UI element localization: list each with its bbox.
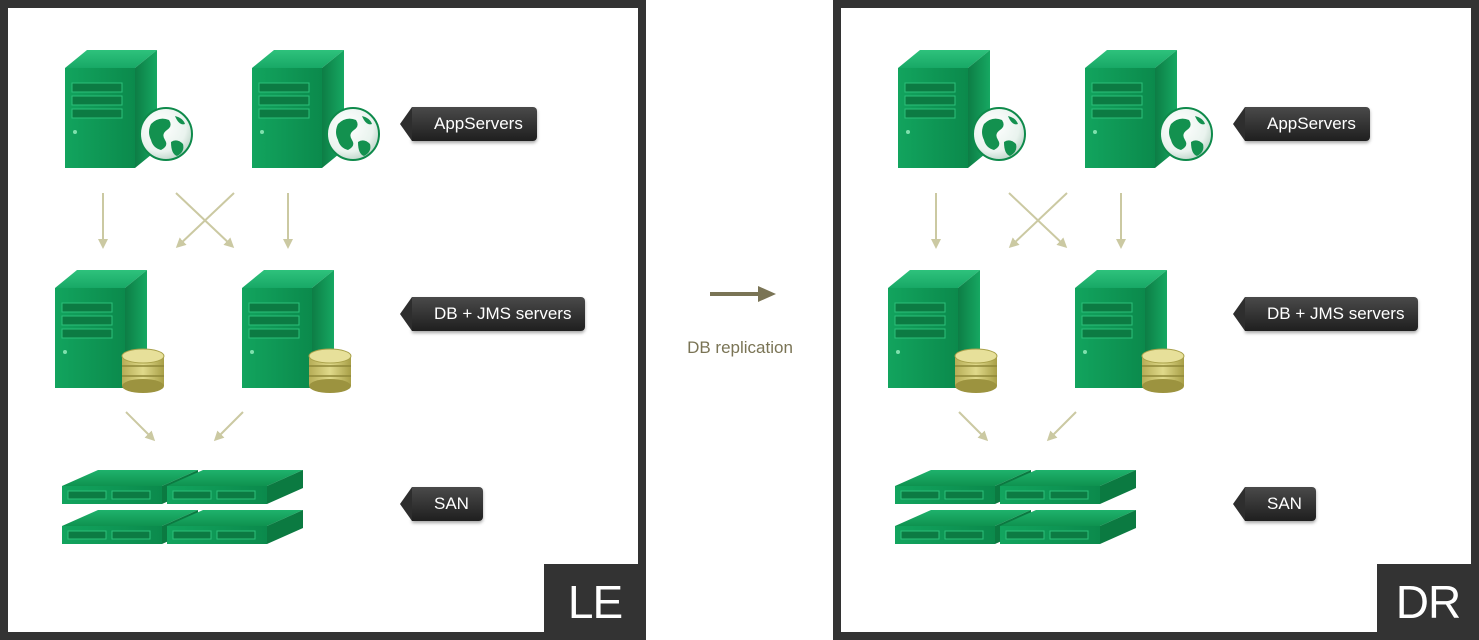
san-label: SAN <box>400 487 483 521</box>
app-server-globe-icon <box>1085 50 1213 168</box>
san-storage-icon <box>895 470 1136 544</box>
db-replication-label: DB replication <box>687 338 793 357</box>
san-storage-icon <box>62 470 303 544</box>
appservers-label: AppServers <box>400 107 537 141</box>
app-server-globe-icon <box>65 50 193 168</box>
db-to-san-flow-arrows <box>958 411 1077 442</box>
db-server-disk-icon <box>242 270 352 393</box>
site-tag-dr: DR <box>1377 564 1479 640</box>
db-server-disk-icon <box>1075 270 1185 393</box>
site-dr-panel: AppServers DB + JMS servers SAN DR <box>833 0 1479 640</box>
db-jms-servers-label: DB + JMS servers <box>1232 297 1419 331</box>
site-tag-le: LE <box>544 564 646 640</box>
app-server-globe-icon <box>252 50 380 168</box>
san-label: SAN <box>1233 487 1316 521</box>
replication-arrow-icon <box>710 286 776 302</box>
app-to-db-flow-arrows <box>931 192 1126 249</box>
app-server-globe-icon <box>898 50 1026 168</box>
site-dr-diagram <box>888 50 1213 544</box>
site-le-panel: AppServers DB + JMS servers SAN LE <box>0 0 646 640</box>
db-server-disk-icon <box>888 270 998 393</box>
appservers-label: AppServers <box>1233 107 1370 141</box>
site-le-diagram <box>55 50 380 544</box>
db-replication: DB replication <box>660 280 820 370</box>
db-to-san-flow-arrows <box>125 411 244 442</box>
db-jms-servers-label: DB + JMS servers <box>399 297 586 331</box>
app-to-db-flow-arrows <box>98 192 293 249</box>
db-server-disk-icon <box>55 270 165 393</box>
